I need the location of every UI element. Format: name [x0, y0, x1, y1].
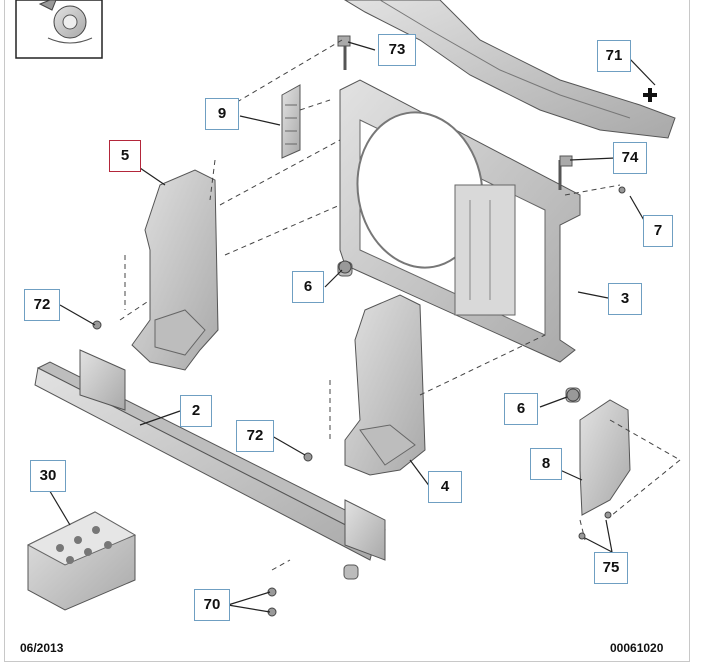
screw-inset: [15, 0, 103, 59]
callout-3[interactable]: 3: [608, 283, 642, 315]
callout-72-left[interactable]: 72: [24, 289, 60, 321]
callout-70[interactable]: 70: [194, 589, 230, 621]
electronic-module-30: [26, 511, 137, 611]
callout-74[interactable]: 74: [613, 142, 647, 174]
assembly-dashed-lines: [119, 39, 681, 571]
bumper-beam-2: [34, 349, 386, 580]
diagram-frame: [4, 0, 690, 662]
callout-71[interactable]: 71: [597, 40, 631, 72]
callout-2[interactable]: 2: [180, 395, 212, 427]
callout-72-center[interactable]: 72: [236, 420, 274, 452]
diagram-date: 06/2013: [20, 641, 64, 655]
deflector-4: [344, 294, 426, 476]
callout-6-upper[interactable]: 6: [292, 271, 324, 303]
upper-cross-member: [344, 0, 676, 139]
deflector-5: [131, 169, 219, 371]
deflector-8: [579, 399, 631, 516]
diagram-reference-number: 00061020: [610, 641, 664, 655]
callout-5[interactable]: 5: [109, 140, 141, 172]
radiator-support-frame: [337, 35, 581, 403]
callout-6-lower[interactable]: 6: [504, 393, 538, 425]
leader-lines: [47, 41, 656, 613]
callout-73[interactable]: 73: [378, 34, 416, 66]
callout-7[interactable]: 7: [643, 215, 673, 247]
callout-4[interactable]: 4: [428, 471, 462, 503]
bracket-9: [281, 84, 301, 159]
callout-8[interactable]: 8: [530, 448, 562, 480]
callout-75[interactable]: 75: [594, 552, 628, 584]
callout-30[interactable]: 30: [30, 460, 66, 492]
callout-9[interactable]: 9: [205, 98, 239, 130]
